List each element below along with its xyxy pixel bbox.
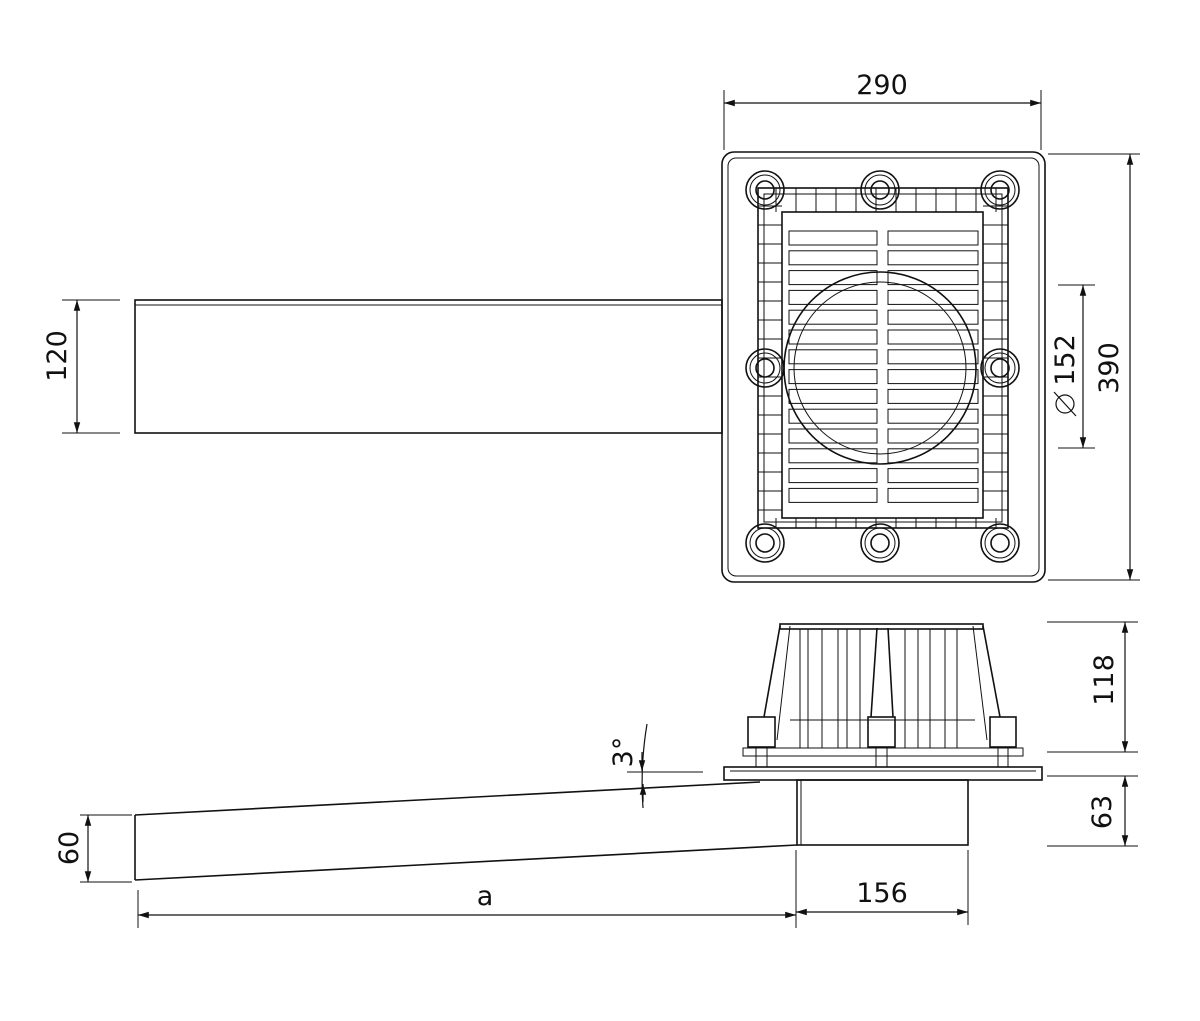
- grate-plate: [781, 211, 984, 519]
- dimension-label: 120: [42, 330, 73, 382]
- dimension-label: 290: [856, 70, 908, 101]
- bolt-boss-icon: [745, 348, 785, 388]
- dimension-label: 156: [856, 878, 908, 909]
- bolt-boss-icon: [860, 523, 900, 563]
- bolt-boss-icon: [980, 523, 1020, 563]
- side-boss: [867, 716, 896, 767]
- dimension-slope-3deg: 3°: [608, 723, 703, 809]
- outlet-plate: [721, 151, 1046, 583]
- dimension-a: a: [137, 850, 797, 928]
- pipe-side-view: [134, 781, 798, 881]
- grate-cage: [763, 623, 1001, 748]
- bolt-boss-icon: [860, 170, 900, 210]
- bolt-boss-icon: [980, 170, 1020, 210]
- grate-lattice: [757, 187, 1009, 529]
- dimension-label: 390: [1094, 342, 1125, 394]
- diameter-icon: [1055, 394, 1075, 414]
- side-boss: [747, 716, 776, 767]
- side-boss: [989, 716, 1017, 767]
- bolt-boss-icon: [745, 523, 785, 563]
- dimension-diameter-152: 152: [1050, 284, 1095, 449]
- dimension-118: 118: [1047, 621, 1138, 753]
- outlet-body: [796, 779, 969, 846]
- side-bosses: [747, 716, 1017, 767]
- dimension-label: 60: [54, 831, 85, 865]
- dimension-63: 63: [1047, 775, 1138, 847]
- dimension-label: 118: [1089, 654, 1120, 706]
- side-view: [134, 623, 1043, 881]
- dimension-120: 120: [42, 299, 120, 434]
- pipe-top-view: [134, 299, 723, 434]
- dimension-290: 290: [723, 70, 1042, 150]
- outlet-circle: [783, 271, 977, 465]
- dimension-60: 60: [54, 814, 132, 883]
- top-view: [134, 151, 1046, 583]
- dimension-label: 3°: [608, 737, 639, 768]
- bolt-bosses: [745, 170, 1020, 563]
- bolt-boss-icon: [980, 348, 1020, 388]
- dimension-label: a: [477, 881, 494, 912]
- dimension-156: 156: [796, 850, 969, 925]
- dimension-label: 63: [1087, 795, 1118, 829]
- flange: [723, 747, 1043, 781]
- dimension-390: 390: [1048, 153, 1140, 581]
- dimension-label: 152: [1050, 334, 1081, 386]
- bolt-boss-icon: [745, 170, 785, 210]
